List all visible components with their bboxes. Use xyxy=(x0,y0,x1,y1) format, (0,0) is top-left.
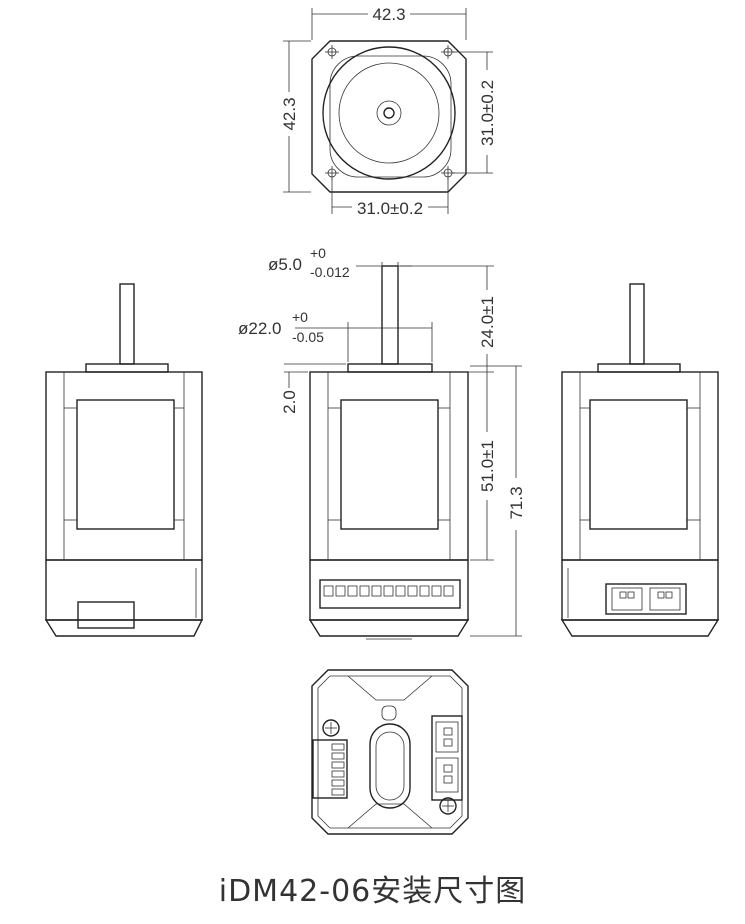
dim-hole-spacing-horizontal: 31.0±0.2 xyxy=(357,199,423,218)
dim-shaft-tol-upper: +0 xyxy=(310,245,326,261)
bottom-view xyxy=(311,669,469,835)
dim-shaft-length: 24.0±1 xyxy=(478,296,497,348)
dim-hole-spacing-vertical: 31.0±0.2 xyxy=(478,80,497,146)
dim-total-length: 71.3 xyxy=(507,486,526,519)
top-view: 42.3 42.3 31.0±0.2 31.0±0.2 xyxy=(280,5,497,218)
connector-pins xyxy=(323,585,454,597)
side-view-center: ø5.0 +0 -0.012 ø22.0 +0 -0.05 2.0 24.0±1… xyxy=(238,245,526,640)
dim-boss-tol-lower: -0.05 xyxy=(292,329,324,345)
dim-top-width: 42.3 xyxy=(372,5,405,24)
dim-shaft-diameter: ø5.0 xyxy=(268,255,302,274)
side-view-right xyxy=(560,283,720,637)
dim-shaft-tol-lower: -0.012 xyxy=(310,264,350,280)
dim-body-length: 51.0±1 xyxy=(478,440,497,492)
dim-boss-tol-upper: +0 xyxy=(292,309,308,325)
dim-boss-height: 2.0 xyxy=(280,390,299,414)
figure-caption: iDM42-06安装尺寸图 xyxy=(218,874,527,909)
dim-top-height: 42.3 xyxy=(280,97,299,130)
side-view-left xyxy=(44,283,204,637)
dim-boss-diameter: ø22.0 xyxy=(238,319,281,338)
